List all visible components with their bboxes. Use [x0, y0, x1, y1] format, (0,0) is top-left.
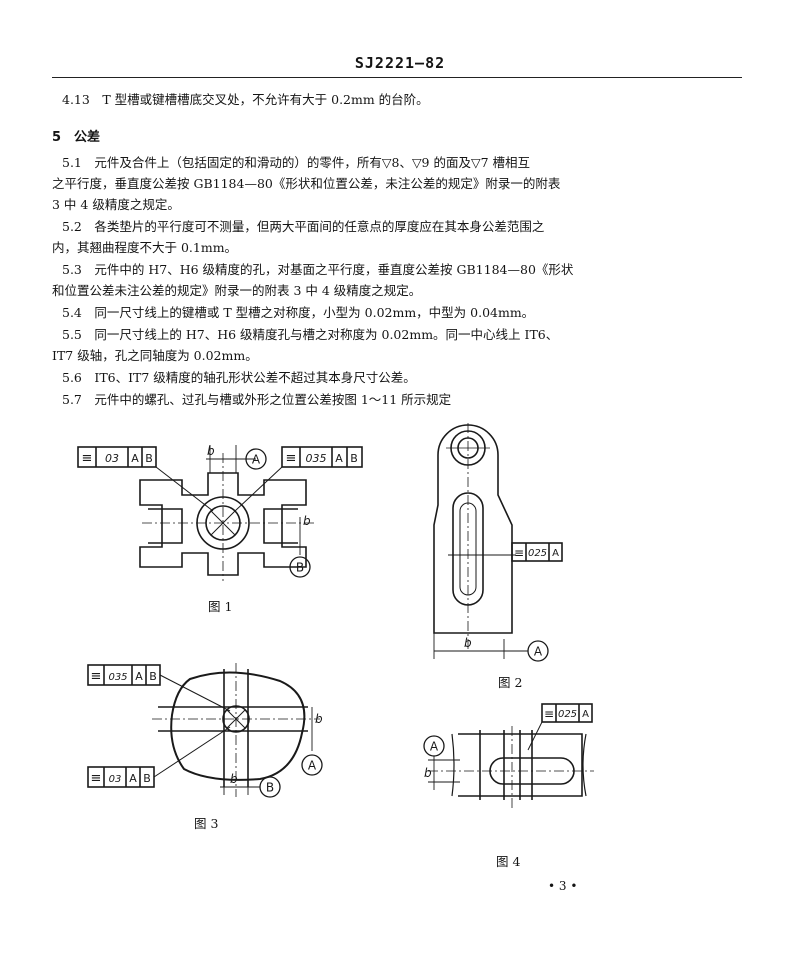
tolerance-frame-top: ≡ 035 A B	[87, 664, 161, 686]
symmetry-symbol: ≡	[91, 771, 102, 786]
dimension-b-label: b	[464, 636, 472, 650]
datum-a-label: A	[430, 740, 439, 754]
clause-5-3-line1: 5.3 元件中的 H7、H6 级精度的孔，对基面之平行度，垂直度公差按 GB11…	[62, 262, 574, 277]
datum-ref-a: A	[552, 548, 559, 559]
page-number: • 3 •	[548, 879, 578, 893]
datum-a-bubble	[301, 754, 323, 776]
clause-5-1-line3: 3 中 4 级精度之规定。	[52, 197, 180, 212]
clause-5-5-line2: IT7 级轴，孔之同轴度为 0.02mm。	[52, 348, 258, 363]
datum-b-bubble	[259, 776, 281, 798]
figure-4-caption: 图 4	[496, 854, 521, 869]
symmetry-symbol: ≡	[286, 451, 297, 466]
datum-a-label: A	[252, 453, 261, 467]
clause-5-2-line2: 内，其翘曲程度不大于 0.1mm。	[52, 240, 238, 255]
datum-a-label: A	[308, 759, 317, 773]
figure-3-caption: 图 3	[194, 816, 219, 831]
dimension-b-vertical-label: b	[315, 712, 323, 726]
tolerance-value: 035	[108, 672, 127, 683]
datum-ref-a: A	[582, 709, 589, 720]
tolerance-frame: ≡ 025 A	[511, 542, 563, 562]
dimension-b-label: b	[424, 766, 432, 780]
clause-5-1-line1: 5.1 元件及合件上（包括固定的和滑动的）的零件，所有▽8、▽9 的面及▽7 槽…	[62, 155, 531, 170]
datum-b-bubble	[289, 556, 311, 578]
clause-5-5-line1: 5.5 同一尺寸线上的 H7、H6 级精度孔与槽之对称度为 0.02mm。同一中…	[62, 327, 559, 342]
figure-3-drawing: ≡ 035 A B ≡ 03 A B b A b B	[87, 663, 323, 798]
document-number: SJ2221—82	[354, 54, 446, 72]
figure-1-caption: 图 1	[208, 599, 233, 614]
clause-5-2-line1: 5.2 各类垫片的平行度可不测量，但两大平面间的任意点的厚度应在其本身公差范围之	[62, 219, 545, 234]
dimension-b-label: b	[207, 444, 215, 458]
clause-5-1-line2: 之平行度，垂直度公差按 GB1184—80《形状和位置公差，未注公差的规定》附录…	[52, 176, 561, 191]
figure-4-drawing: ≡ 025 A A b	[423, 703, 594, 808]
dimension-b-label: b	[230, 772, 238, 786]
datum-ref-b: B	[145, 452, 153, 465]
datum-ref-b: B	[149, 670, 157, 683]
symmetry-symbol: ≡	[82, 451, 93, 466]
datum-a-bubble	[527, 640, 549, 662]
datum-a-label: A	[534, 645, 543, 659]
tolerance-frame: ≡ 025 A	[541, 703, 593, 723]
symmetry-symbol: ≡	[514, 546, 524, 560]
tolerance-frame-bottom: ≡ 03 A B	[87, 766, 155, 788]
datum-b-label: B	[296, 561, 304, 575]
datum-ref-b: B	[350, 452, 358, 465]
header-rule	[52, 77, 742, 78]
datum-a-bubble	[245, 448, 267, 470]
symmetry-symbol: ≡	[544, 707, 554, 721]
datum-ref-a: A	[129, 772, 137, 785]
clause-5-3-line2: 和位置公差未注公差的规定》附录一的附表 3 中 4 级精度之规定。	[52, 283, 422, 298]
datum-ref-a: A	[335, 452, 343, 465]
clause-5-7: 5.7 元件中的螺孔、过孔与槽或外形之位置公差按图 1～11 所示规定	[62, 392, 452, 407]
tolerance-value: 03	[105, 452, 119, 465]
datum-b-label: B	[266, 781, 274, 795]
section-5-title: 5 公差	[52, 130, 101, 145]
dimension-b-vertical-label: b	[303, 514, 311, 528]
symmetry-symbol: ≡	[91, 669, 102, 684]
tolerance-frame-left: ≡ 03 A B	[77, 446, 157, 468]
clause-5-4: 5.4 同一尺寸线上的键槽或 T 型槽之对称度，小型为 0.02mm，中型为 0…	[62, 305, 535, 320]
clause-5-6: 5.6 IT6、IT7 级精度的轴孔形状公差不超过其本身尺寸公差。	[62, 370, 416, 385]
figure-2-caption: 图 2	[498, 675, 523, 690]
datum-ref-a: A	[131, 452, 139, 465]
datum-ref-b: B	[143, 772, 151, 785]
tolerance-value: 03	[109, 774, 122, 785]
tolerance-value: 025	[558, 709, 577, 720]
figure-1-drawing: ≡ 03 A B ≡ 035 A B b A b B	[77, 444, 363, 581]
figure-2-drawing: ≡ 025 A b A	[433, 423, 563, 662]
tolerance-value: 025	[528, 548, 547, 559]
clause-4-13: 4.13 T 型槽或键槽槽底交叉处，不允许有大于 0.2mm 的台阶。	[62, 92, 429, 107]
datum-ref-a: A	[135, 670, 143, 683]
tolerance-frame-right: ≡ 035 A B	[281, 446, 363, 468]
tolerance-value: 035	[306, 452, 327, 465]
